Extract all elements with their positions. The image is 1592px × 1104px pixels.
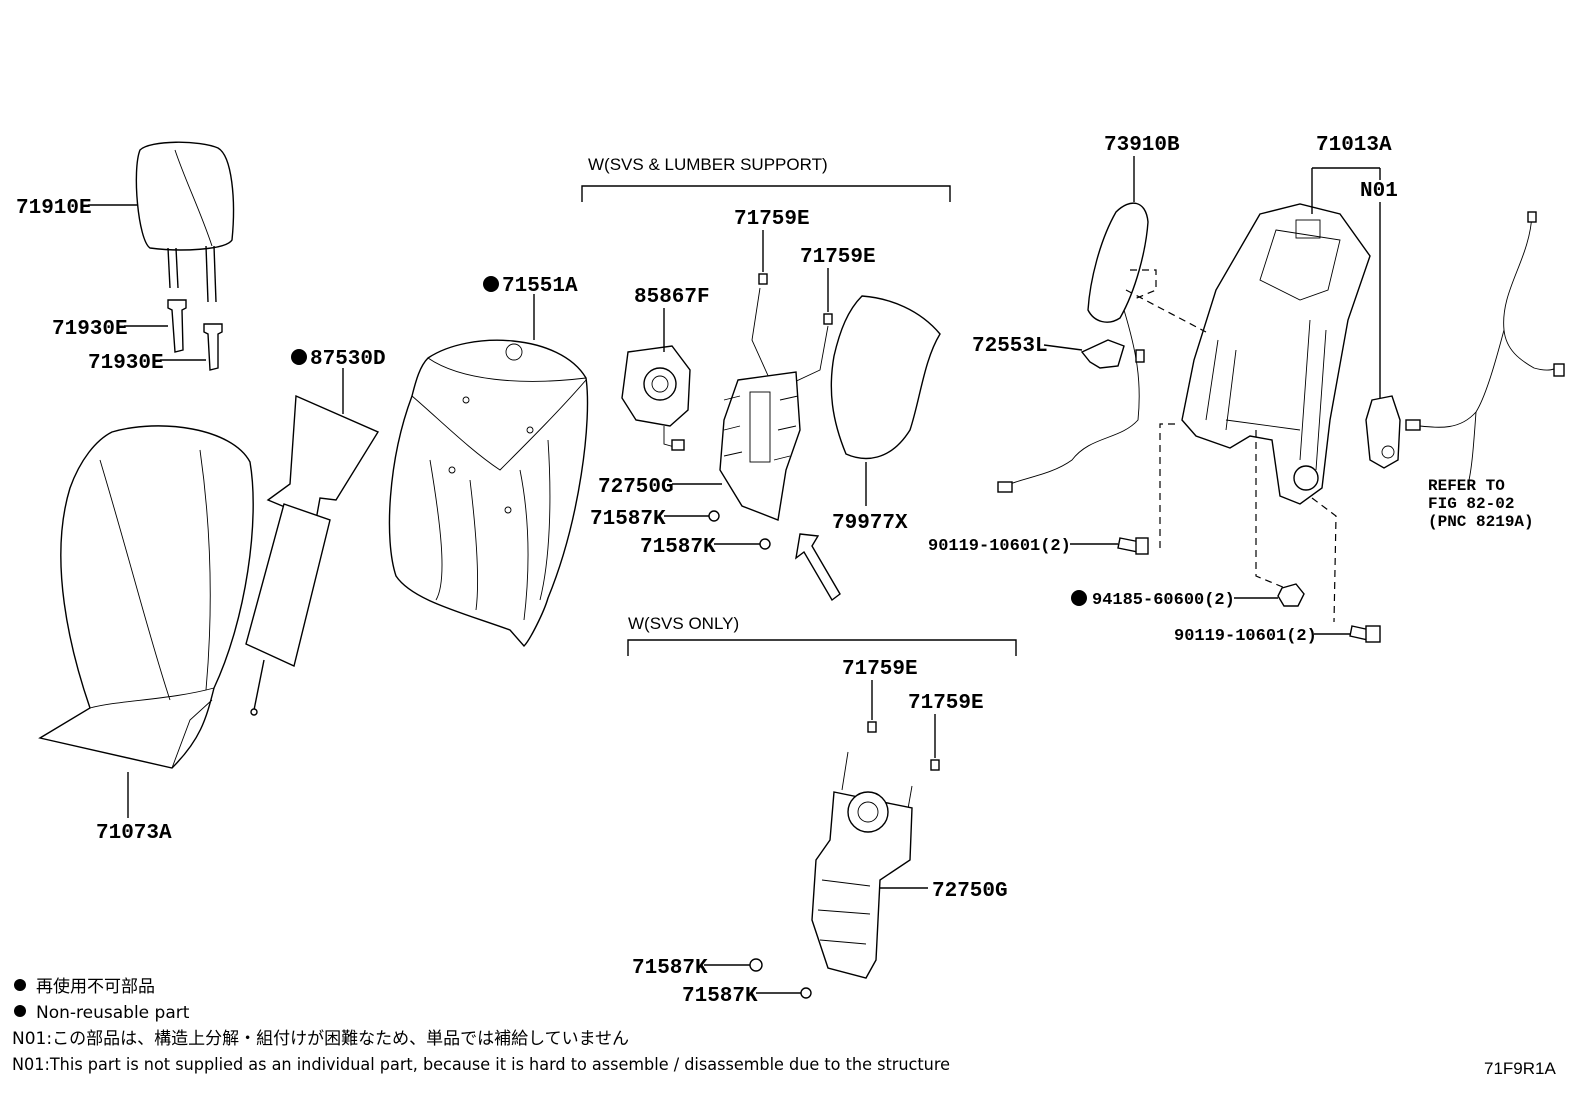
seatback-cover-drawing <box>38 425 254 769</box>
part-label-71587K-4: 71587K <box>682 985 758 1008</box>
part-label-71759E-4: 71759E <box>908 692 984 715</box>
dashed-leader-airbag-frame <box>1125 289 1207 333</box>
clip-71587K-4 <box>800 987 812 999</box>
part-label-72553L: 72553L <box>972 335 1048 358</box>
part-label-90119-1: 90119-10601(2) <box>928 537 1071 556</box>
refer-line-2: FIG 82-02 <box>1428 495 1514 513</box>
clip-71759E-4 <box>930 759 940 771</box>
group-label-svs-only: W(SVS ONLY) <box>628 614 739 633</box>
part-label-72750G-1: 72750G <box>598 476 674 499</box>
part-label-71551A: 71551A <box>502 275 578 298</box>
filled-circle-icon <box>14 979 26 991</box>
filled-circle-icon <box>14 1005 26 1017</box>
dashed-leader-bolt-2 <box>1311 497 1337 623</box>
part-label-87530D: 87530D <box>310 348 386 371</box>
part-label-90119-2: 90119-10601(2) <box>1174 627 1317 646</box>
refer-line-3: (PNC 8219A) <box>1428 513 1534 531</box>
part-label-79977X: 79977X <box>832 512 908 535</box>
part-label-71759E-1: 71759E <box>734 208 810 231</box>
side-airbag-drawing <box>997 202 1149 493</box>
group-bracket-lumbar <box>581 185 951 202</box>
airbag-bracket-drawing <box>1080 339 1125 369</box>
headrest-drawing <box>135 141 235 303</box>
part-label-72750G-2: 72750G <box>932 880 1008 903</box>
part-label-73910B: 73910B <box>1104 134 1180 157</box>
part-label-71930E-2: 71930E <box>88 352 164 375</box>
group-label-lumbar: W(SVS & LUMBER SUPPORT) <box>588 155 828 174</box>
bolt-drawing <box>1117 537 1149 555</box>
clip-71587K-3 <box>749 958 763 972</box>
figure-code: 71F9R1A <box>1484 1059 1556 1078</box>
dashed-leader-nut <box>1255 430 1291 591</box>
part-label-71073A: 71073A <box>96 822 172 845</box>
clip-71759E-2 <box>823 313 833 325</box>
dashed-leader-bolt-1 <box>1159 423 1176 548</box>
seatback-pad-drawing <box>388 339 589 648</box>
group-bracket-svs-only <box>627 639 1017 656</box>
legend-jp-nonreusable: 再使用不可部品 <box>36 976 155 997</box>
legend-en-nonreusable: Non-reusable part <box>36 1003 190 1023</box>
filled-circle-icon <box>291 349 307 365</box>
part-label-71759E-2: 71759E <box>800 246 876 269</box>
lumbar-pad-drawing <box>830 295 941 460</box>
leader-72553L <box>1043 344 1083 351</box>
clip-71587K-1 <box>708 510 720 522</box>
part-label-71759E-3: 71759E <box>842 658 918 681</box>
part-label-71910E: 71910E <box>16 197 92 220</box>
wire-harness-drawing <box>1405 211 1565 485</box>
part-label-71930E-1: 71930E <box>52 318 128 341</box>
part-label-71587K-3: 71587K <box>632 957 708 980</box>
lumbar-motor-drawing <box>621 345 691 451</box>
seatback-frame-drawing <box>1181 203 1371 505</box>
recliner-motor-drawing <box>1365 395 1401 469</box>
nut-drawing <box>1277 583 1305 607</box>
part-label-71587K-2: 71587K <box>640 536 716 559</box>
dashed-leader-airbag <box>1130 269 1157 301</box>
refer-line-1: REFER TO <box>1428 477 1505 495</box>
headrest-guide-drawing <box>167 299 223 371</box>
legend-en-n01: N01:This part is not supplied as an indi… <box>12 1055 950 1075</box>
assembly-direction-arrow-icon <box>795 533 841 602</box>
lumbar-support-drawing <box>719 287 829 521</box>
part-label-94185: 94185-60600(2) <box>1092 591 1235 610</box>
clip-71759E-3 <box>867 721 877 733</box>
part-label-N01: N01 <box>1360 180 1398 203</box>
legend-jp-n01: N01:この部品は、構造上分解・組付けが困難なため、単品では補給していません <box>12 1029 629 1049</box>
clip-71759E-1 <box>758 273 768 285</box>
svs-support-drawing <box>811 751 913 979</box>
part-label-71587K-1: 71587K <box>590 508 666 531</box>
filled-circle-icon <box>483 276 499 292</box>
filled-circle-icon <box>1071 590 1087 606</box>
part-label-85867F: 85867F <box>634 286 710 309</box>
bolt-drawing <box>1349 625 1381 643</box>
clip-71587K-2 <box>759 538 771 550</box>
part-label-71013A: 71013A <box>1316 134 1392 157</box>
seat-heater-drawing <box>245 394 380 716</box>
